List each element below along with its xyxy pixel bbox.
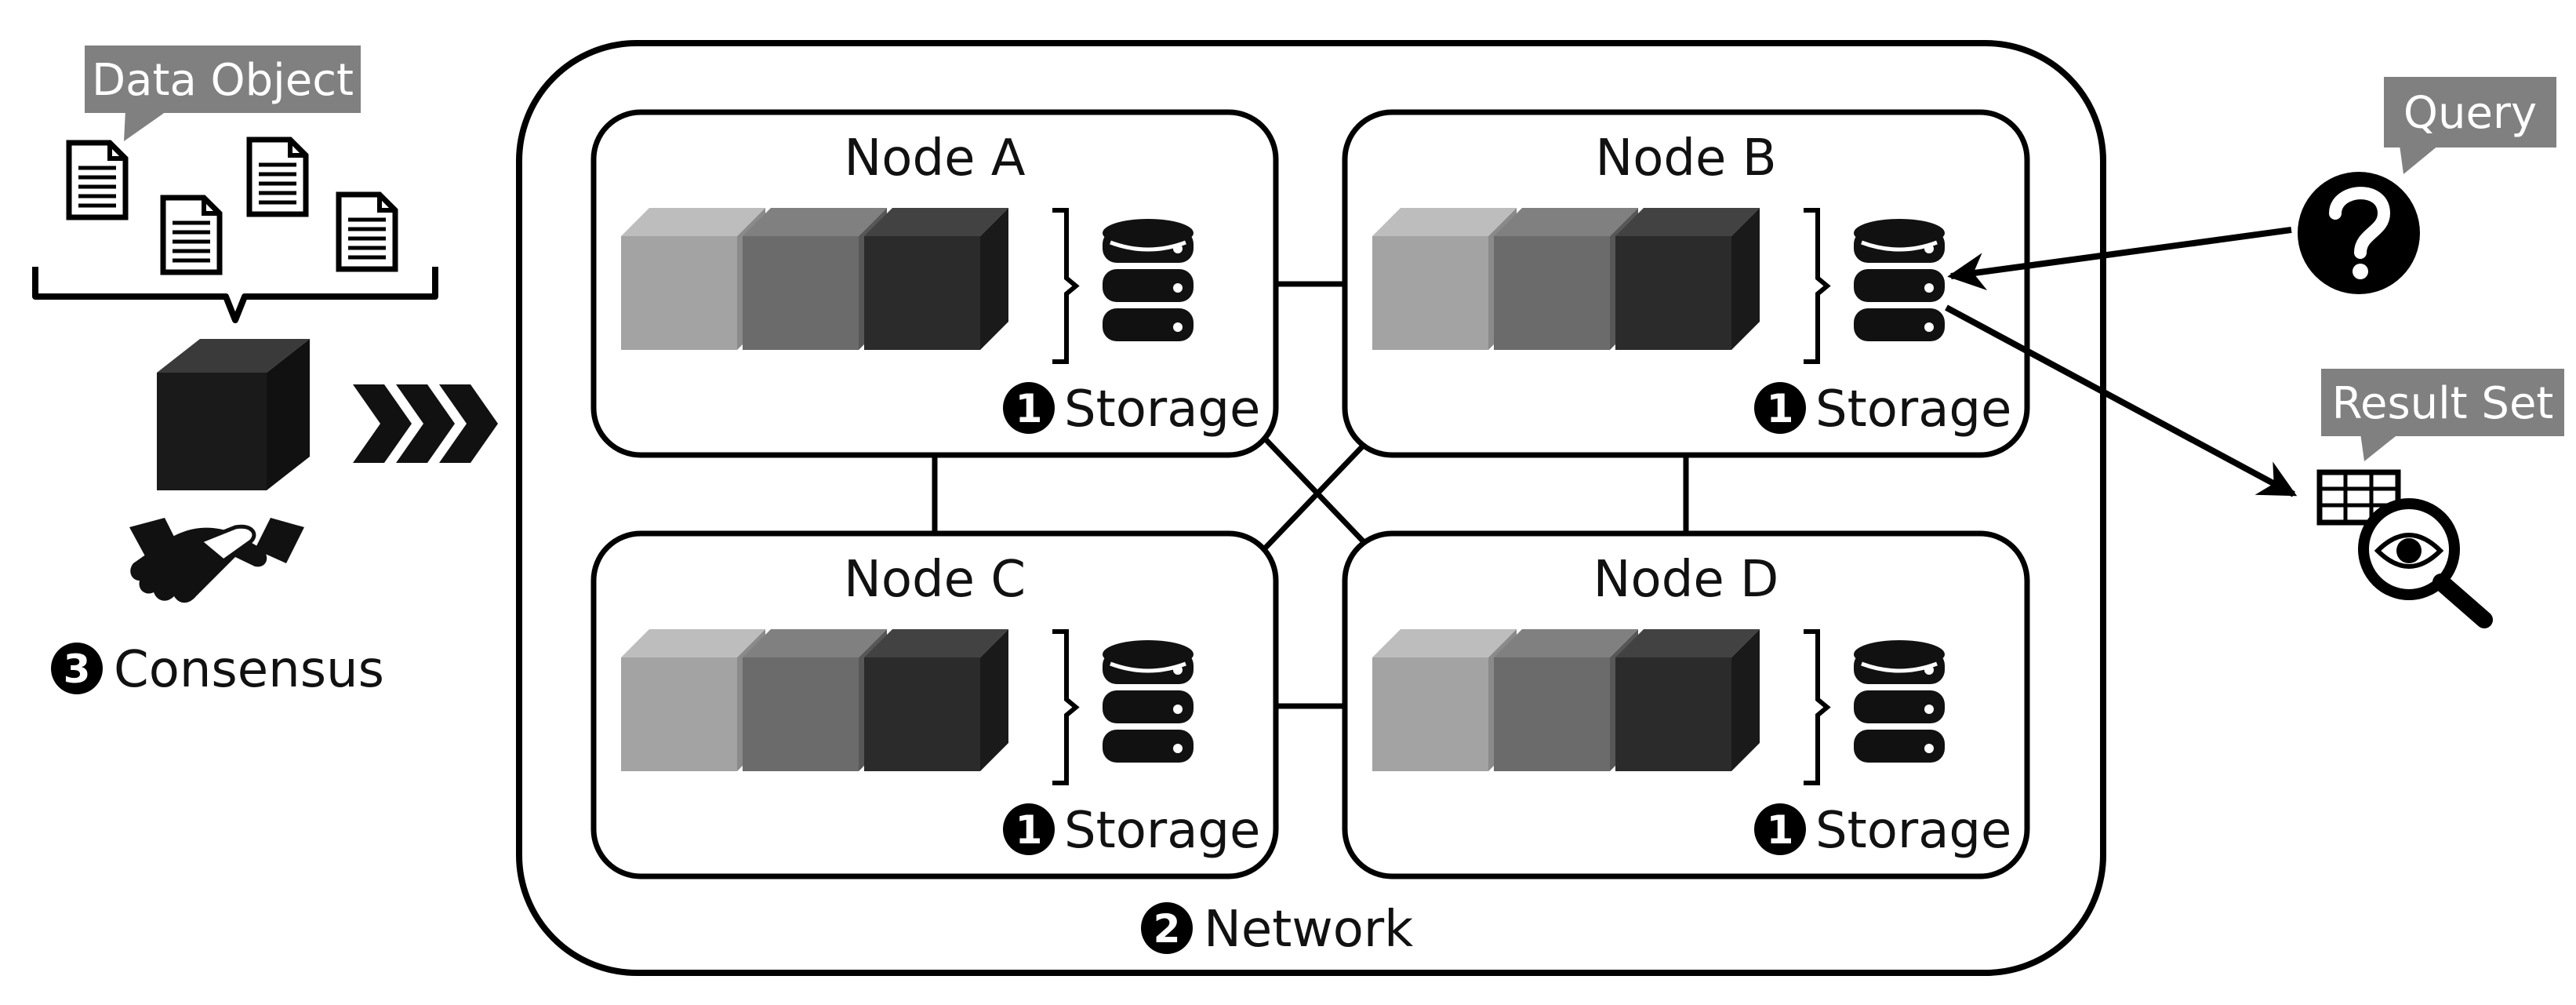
result-set-tag: Result Set (2321, 369, 2564, 461)
block-chain (621, 208, 1008, 350)
node-a: Node A 1 Storage (590, 109, 1279, 458)
result-set-label: Result Set (2332, 378, 2554, 429)
chain-bracket (1052, 629, 1080, 785)
consensus-label-group: 3 Consensus (51, 641, 384, 699)
node-title: Node C (844, 551, 1026, 609)
network-number: 2 (1154, 906, 1181, 952)
network-label-group: 2 Network (1141, 901, 1413, 959)
node-b: Node B 1 Storage (1342, 109, 2030, 458)
triple-chevron-icon (353, 384, 498, 463)
storage-number: 1 (1016, 807, 1043, 853)
document-icon (160, 195, 223, 275)
chain-bracket (1804, 629, 1831, 785)
query-tag: Query (2384, 77, 2556, 174)
chain-bracket (1052, 208, 1080, 364)
data-object-label: Data Object (92, 55, 354, 106)
database-icon (1854, 219, 1945, 341)
handshake-icon (129, 518, 304, 603)
block-chain (1372, 629, 1760, 771)
storage-number: 1 (1767, 807, 1794, 853)
data-object-tag: Data Object (85, 46, 361, 141)
node-c: Node C 1 Storage (590, 530, 1279, 879)
document-icon (66, 140, 129, 220)
storage-number: 1 (1767, 386, 1794, 431)
node-title: Node A (844, 129, 1025, 188)
node-d: Node D 1 Storage (1342, 530, 2030, 879)
document-icon (336, 191, 398, 272)
node-connections (932, 281, 1689, 709)
result-arrow (1945, 304, 2298, 497)
network-label: Network (1204, 901, 1413, 959)
block-chain (1372, 208, 1760, 350)
storage-label: Storage (1815, 381, 2011, 439)
table-magnifier-icon (2316, 469, 2493, 628)
database-icon (1103, 640, 1194, 763)
question-icon (2298, 172, 2420, 294)
block-chain (621, 629, 1008, 771)
consensus-number: 3 (64, 646, 91, 692)
chain-bracket (1804, 208, 1831, 364)
collect-brace (32, 267, 438, 323)
node-title: Node D (1593, 551, 1779, 609)
database-icon (1854, 640, 1945, 763)
consensus-label: Consensus (114, 641, 384, 699)
storage-label: Storage (1064, 381, 1260, 439)
query-label: Query (2403, 88, 2537, 139)
cube-icon (157, 339, 310, 490)
database-icon (1103, 219, 1194, 341)
storage-label: Storage (1815, 802, 2011, 860)
network-container (516, 40, 2106, 976)
storage-number: 1 (1016, 386, 1043, 431)
document-icons (66, 137, 398, 275)
document-icon (246, 137, 309, 217)
storage-label: Storage (1064, 802, 1260, 860)
query-arrow (1947, 227, 2292, 290)
node-title: Node B (1595, 129, 1776, 188)
